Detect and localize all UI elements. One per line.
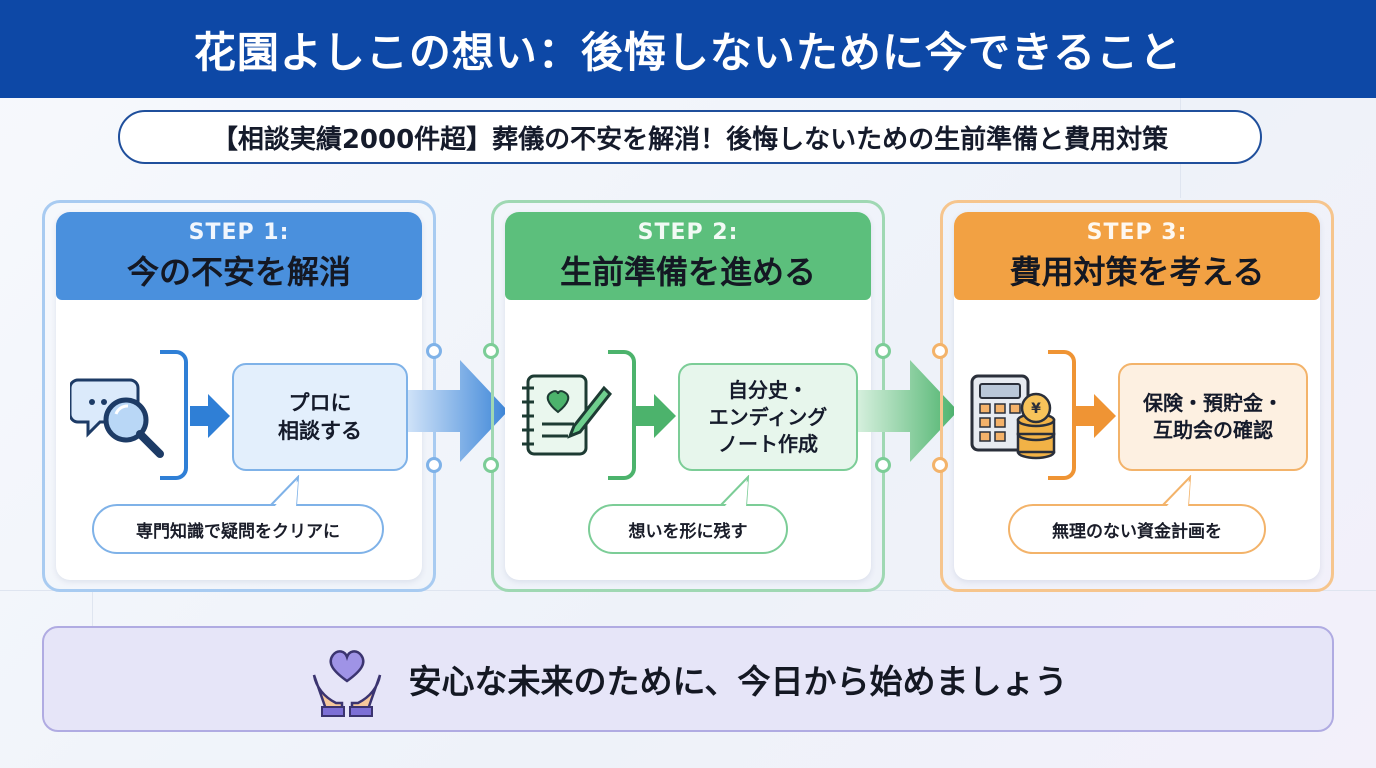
step-1-header: STEP 1: 今の不安を解消 [56,212,422,300]
step-1-action-box: プロに相談する [232,363,408,471]
step-3-bracket [1048,350,1076,480]
step-3-note: 無理のない資金計画を [1008,504,1266,554]
step-1-label: STEP 1: [188,219,290,245]
step-2-title: 生前準備を進める [559,252,816,291]
step-2-bracket [608,350,636,480]
connector-dot [426,343,442,359]
bubble-tail-fill [724,481,748,507]
footer-banner: 安心な未来のために、今日から始めましょう [42,626,1334,732]
arrow-right-icon [636,394,676,438]
bubble-tail-fill [1166,481,1190,507]
background-line [92,592,93,626]
big-arrow-1 [408,360,508,462]
header-banner: 花園よしこの想い：後悔しないために今できること [0,0,1376,98]
step-1-title: 今の不安を解消 [126,252,351,291]
connector-dot [483,343,499,359]
big-arrow-2 [858,360,958,462]
step-2-header: STEP 2: 生前準備を進める [505,212,871,300]
step-3-action-box: 保険・預貯金・互助会の確認 [1118,363,1308,471]
step-3-title: 費用対策を考える [1009,252,1265,291]
page-title: 花園よしこの想い：後悔しないために今できること [193,27,1183,77]
connector-dot [483,457,499,473]
connector-dot [932,343,948,359]
footer-text: 安心な未来のために、今日から始めましょう [408,662,1068,701]
connector-dot [875,457,891,473]
svg-text:¥: ¥ [1031,401,1041,417]
step-3-label: STEP 3: [1086,219,1188,245]
arrow-right-icon [1076,394,1116,438]
connector-dot [875,343,891,359]
subtitle-banner: 【相談実績2000件超】葬儀の不安を解消！後悔しないための生前準備と費用対策 [118,110,1262,164]
step-3-header: STEP 3: 費用対策を考える [954,212,1320,300]
bubble-tail-fill [274,481,298,507]
step-2-action-box: 自分史・エンディングノート作成 [678,363,858,471]
chat-search-icon [70,378,164,458]
step-3-frame [940,200,1334,592]
step-1-bracket [160,350,188,480]
step-1-note: 専門知識で疑問をクリアに [92,504,384,554]
notebook-pen-icon [522,374,613,456]
step-2-note: 想いを形に残す [588,504,788,554]
connector-dot [932,457,948,473]
step-2-label: STEP 2: [637,219,739,245]
connector-dot [426,457,442,473]
heart-hands-icon [313,650,382,717]
calculator-coins-icon: ¥ [970,374,1056,460]
arrow-right-icon [190,394,230,438]
